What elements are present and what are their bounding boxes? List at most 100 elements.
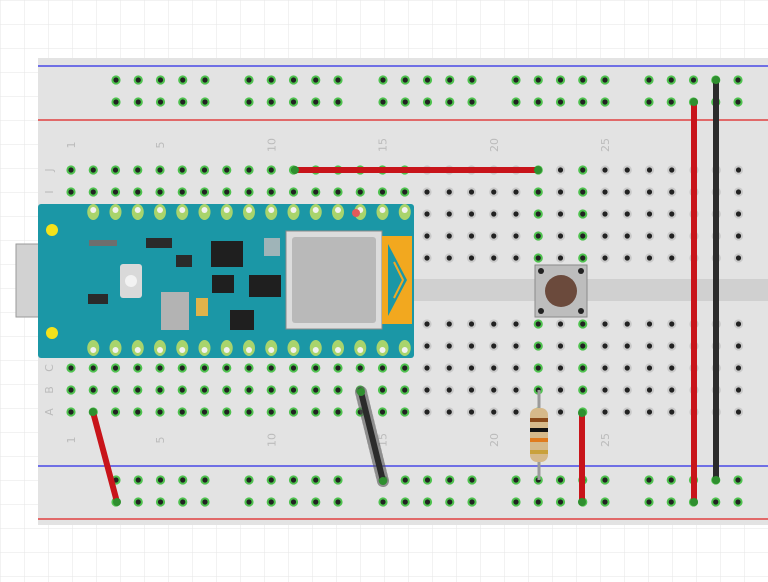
hole-bottom-18-4[interactable] [444,407,454,417]
hole-top-27-4[interactable] [644,253,655,263]
hole-top-7-1[interactable] [199,187,210,197]
hole-bottom-26-0[interactable] [622,319,632,329]
rail-hole-2-428[interactable] [422,475,433,485]
hole-top-25-1[interactable] [600,187,610,197]
hole-top-18-4[interactable] [444,253,454,263]
rail-hole-0-316[interactable] [311,75,321,85]
rail-hole-1-738[interactable] [733,97,743,107]
hole-bottom-26-2[interactable] [622,363,632,373]
hole-bottom-26-3[interactable] [622,385,632,395]
hole-top-20-4[interactable] [489,253,499,263]
hole-bottom-24-1[interactable] [578,341,588,351]
hole-bottom-5-3[interactable] [155,385,165,395]
rail-hole-0-605[interactable] [600,75,610,85]
hole-bottom-3-2[interactable] [110,363,121,373]
hole-top-20-1[interactable] [489,187,499,197]
hole-bottom-31-2[interactable] [733,363,744,373]
rail-hole-2-161[interactable] [155,475,166,485]
rail-hole-3-649[interactable] [644,497,654,507]
rail-hole-2-183[interactable] [178,475,188,485]
hole-bottom-18-3[interactable] [444,385,454,395]
hole-top-24-2[interactable] [578,209,588,219]
rail-hole-0-138[interactable] [133,75,143,85]
hole-bottom-10-2[interactable] [266,363,276,373]
hole-bottom-12-3[interactable] [311,385,321,395]
hole-bottom-23-1[interactable] [555,341,566,351]
hole-top-22-1[interactable] [533,187,543,197]
hole-bottom-12-2[interactable] [311,363,321,373]
rail-hole-0-538[interactable] [533,75,543,85]
hole-top-31-3[interactable] [733,231,744,241]
hole-bottom-27-2[interactable] [644,363,655,373]
rail-hole-1-516[interactable] [511,97,521,107]
hole-top-17-4[interactable] [422,253,432,263]
hole-bottom-23-4[interactable] [555,407,566,417]
hole-bottom-6-4[interactable] [177,407,187,417]
hole-top-31-4[interactable] [733,253,744,263]
hole-bottom-23-0[interactable] [555,319,566,329]
hole-top-28-1[interactable] [667,187,677,197]
hole-bottom-1-4[interactable] [66,407,76,417]
rail-hole-3-716[interactable] [711,497,721,507]
hole-top-31-2[interactable] [733,209,744,219]
hole-top-26-1[interactable] [622,187,632,197]
hole-top-21-2[interactable] [511,209,521,219]
hole-top-15-1[interactable] [377,187,388,197]
hole-bottom-25-3[interactable] [600,385,610,395]
hole-bottom-6-2[interactable] [177,363,187,373]
hole-top-27-3[interactable] [644,231,655,241]
rail-hole-0-183[interactable] [178,75,188,85]
hole-bottom-12-4[interactable] [311,407,321,417]
hole-bottom-20-2[interactable] [489,363,499,373]
hole-bottom-21-0[interactable] [511,319,521,329]
hole-bottom-5-4[interactable] [155,407,165,417]
hole-bottom-16-3[interactable] [400,385,410,395]
hole-top-23-0[interactable] [555,165,566,175]
rail-hole-3-205[interactable] [200,497,210,507]
hole-top-20-2[interactable] [489,209,499,219]
rail-hole-0-649[interactable] [644,75,654,85]
hole-bottom-21-4[interactable] [511,407,521,417]
rail-hole-3-383[interactable] [378,497,388,507]
hole-bottom-20-0[interactable] [489,319,499,329]
hole-bottom-9-4[interactable] [244,407,254,417]
hole-bottom-24-2[interactable] [578,363,588,373]
rail-hole-0-738[interactable] [733,75,743,85]
rail-hole-1-472[interactable] [467,97,477,107]
rail-hole-0-161[interactable] [155,75,166,85]
rail-hole-2-249[interactable] [244,475,254,485]
rail-hole-3-338[interactable] [333,497,343,507]
hole-top-10-0[interactable] [266,165,276,175]
hole-top-5-0[interactable] [155,165,165,175]
rail-hole-2-649[interactable] [644,475,654,485]
rail-hole-2-405[interactable] [400,475,410,485]
hole-bottom-6-3[interactable] [177,385,187,395]
hole-top-4-1[interactable] [133,187,143,197]
rail-hole-1-428[interactable] [422,97,433,107]
hole-top-25-0[interactable] [600,165,610,175]
rail-hole-3-428[interactable] [422,497,433,507]
hole-bottom-21-2[interactable] [511,363,521,373]
rail-hole-1-383[interactable] [378,97,388,107]
hole-top-13-1[interactable] [333,187,343,197]
rail-hole-0-116[interactable] [111,75,121,85]
rail-hole-3-516[interactable] [511,497,521,507]
rail-hole-3-738[interactable] [733,497,743,507]
wire-red-left-diagonal[interactable] [90,409,120,505]
hole-top-3-1[interactable] [110,187,121,197]
rail-hole-2-516[interactable] [511,475,521,485]
rail-hole-1-538[interactable] [533,97,543,107]
hole-bottom-1-2[interactable] [66,363,76,373]
hole-bottom-26-4[interactable] [622,407,632,417]
hole-bottom-20-1[interactable] [489,341,499,351]
hole-bottom-4-2[interactable] [133,363,143,373]
rail-hole-2-605[interactable] [600,475,610,485]
rail-hole-1-138[interactable] [133,97,143,107]
rail-hole-2-738[interactable] [733,475,743,485]
rail-hole-3-561[interactable] [555,497,566,507]
hole-bottom-24-3[interactable] [578,385,588,395]
hole-bottom-15-2[interactable] [377,363,388,373]
hole-top-1-1[interactable] [66,187,76,197]
hole-bottom-27-0[interactable] [644,319,655,329]
hole-top-16-1[interactable] [400,187,410,197]
